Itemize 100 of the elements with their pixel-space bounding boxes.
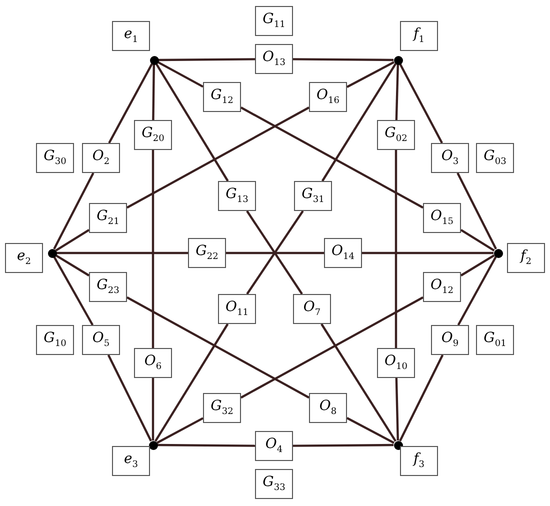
label-box — [188, 238, 226, 268]
math-label: G$_{33}$ — [262, 475, 286, 493]
math-label: O$_{3}$ — [441, 149, 459, 167]
math-label: G$_{22}$ — [196, 244, 218, 262]
label-box — [255, 6, 293, 36]
graph-edge — [152, 150, 154, 348]
math-label: O$_{14}$ — [332, 244, 354, 262]
math-label: O$_{5}$ — [92, 331, 110, 349]
math-label: O$_{9}$ — [441, 331, 459, 349]
label-box — [82, 143, 120, 173]
graph-edge — [56, 252, 188, 254]
graph-edge — [152, 378, 154, 440]
math-label: O$_{7}$ — [303, 300, 321, 318]
graph-edge — [399, 354, 444, 442]
graph-edge — [460, 254, 495, 276]
label-box — [36, 325, 74, 355]
vertex-dot — [150, 56, 158, 64]
math-label: G$_{30}$ — [44, 149, 66, 167]
graph-edge — [157, 61, 204, 88]
graph-edge — [395, 64, 399, 120]
math-label: G$_{03}$ — [484, 149, 506, 167]
label-box — [324, 238, 362, 268]
math-label: G$_{12}$ — [210, 88, 234, 106]
math-label: G$_{10}$ — [44, 331, 66, 349]
math-label: O$_{8}$ — [319, 399, 337, 417]
graph-edge — [55, 228, 90, 252]
graph-edge — [362, 252, 494, 254]
graph-edge — [460, 228, 495, 252]
graph-edge — [156, 417, 204, 444]
math-label: O$_{2}$ — [92, 149, 110, 167]
math-label: e$_{1}$ — [124, 27, 138, 45]
label-box — [36, 143, 74, 173]
math-label: e$_{2}$ — [16, 249, 32, 267]
label-box — [5, 243, 43, 273]
graph-edge — [399, 63, 443, 144]
label-box — [507, 243, 545, 273]
vertex-dot — [394, 56, 402, 64]
math-label: O$_{4}$ — [265, 437, 283, 455]
label-box — [400, 446, 438, 476]
label-box — [309, 393, 347, 423]
label-box — [431, 143, 469, 173]
label-box — [134, 120, 172, 150]
label-box — [112, 21, 150, 51]
label-box — [218, 294, 256, 324]
graph-edge — [346, 61, 395, 88]
graph-edge — [456, 172, 497, 250]
label-box — [203, 393, 241, 423]
graph-edge — [240, 106, 424, 209]
label-box — [89, 272, 127, 302]
math-label: G$_{31}$ — [302, 187, 324, 205]
graph-edge — [293, 444, 394, 447]
vertex-dot — [494, 248, 502, 258]
graph-edge — [107, 354, 152, 442]
graph-edge — [154, 323, 229, 442]
label-box — [377, 348, 415, 378]
graph-edge — [394, 150, 398, 348]
math-label: O$_{11}$ — [226, 300, 248, 318]
graph-edge — [152, 64, 155, 120]
math-label: e$_{3}$ — [124, 452, 138, 470]
math-label: O$_{16}$ — [316, 88, 340, 106]
graph-edge — [395, 378, 399, 441]
math-label: O$_{13}$ — [262, 50, 286, 68]
graph-edge — [320, 323, 397, 442]
graph-edge — [158, 444, 255, 447]
graph-edge — [457, 256, 497, 326]
math-label: G$_{11}$ — [262, 12, 286, 30]
label-box — [112, 446, 150, 476]
label-box — [218, 181, 256, 211]
label-box — [82, 325, 120, 355]
label-box — [476, 143, 514, 173]
label-box — [476, 325, 514, 355]
label-box — [377, 120, 415, 150]
label-box — [255, 431, 293, 461]
label-box — [255, 469, 293, 499]
vertex-dot — [48, 248, 56, 258]
graph-edge — [226, 252, 324, 254]
math-label: G$_{23}$ — [96, 278, 120, 296]
math-label: G$_{21}$ — [96, 209, 120, 227]
label-box — [89, 203, 127, 233]
math-label: f$_{2}$ — [520, 249, 532, 267]
label-box — [309, 82, 347, 112]
graph-edge — [321, 63, 397, 182]
math-label: O$_{15}$ — [430, 209, 454, 227]
math-label: O$_{6}$ — [144, 354, 162, 372]
math-label: G$_{32}$ — [210, 399, 234, 417]
graph-edge — [126, 296, 310, 399]
label-box — [294, 181, 332, 211]
label-box — [431, 325, 469, 355]
label-box — [255, 44, 293, 74]
math-label: O$_{12}$ — [430, 278, 454, 296]
label-box — [423, 203, 461, 233]
math-label: G$_{01}$ — [484, 331, 506, 349]
math-label: O$_{10}$ — [384, 354, 408, 372]
label-box — [423, 272, 461, 302]
graph-edge — [346, 417, 395, 444]
graph-edge — [158, 58, 255, 62]
label-box — [293, 294, 331, 324]
graph-edge — [55, 254, 90, 276]
graph-edge — [293, 58, 394, 62]
graph-edge — [53, 256, 94, 326]
